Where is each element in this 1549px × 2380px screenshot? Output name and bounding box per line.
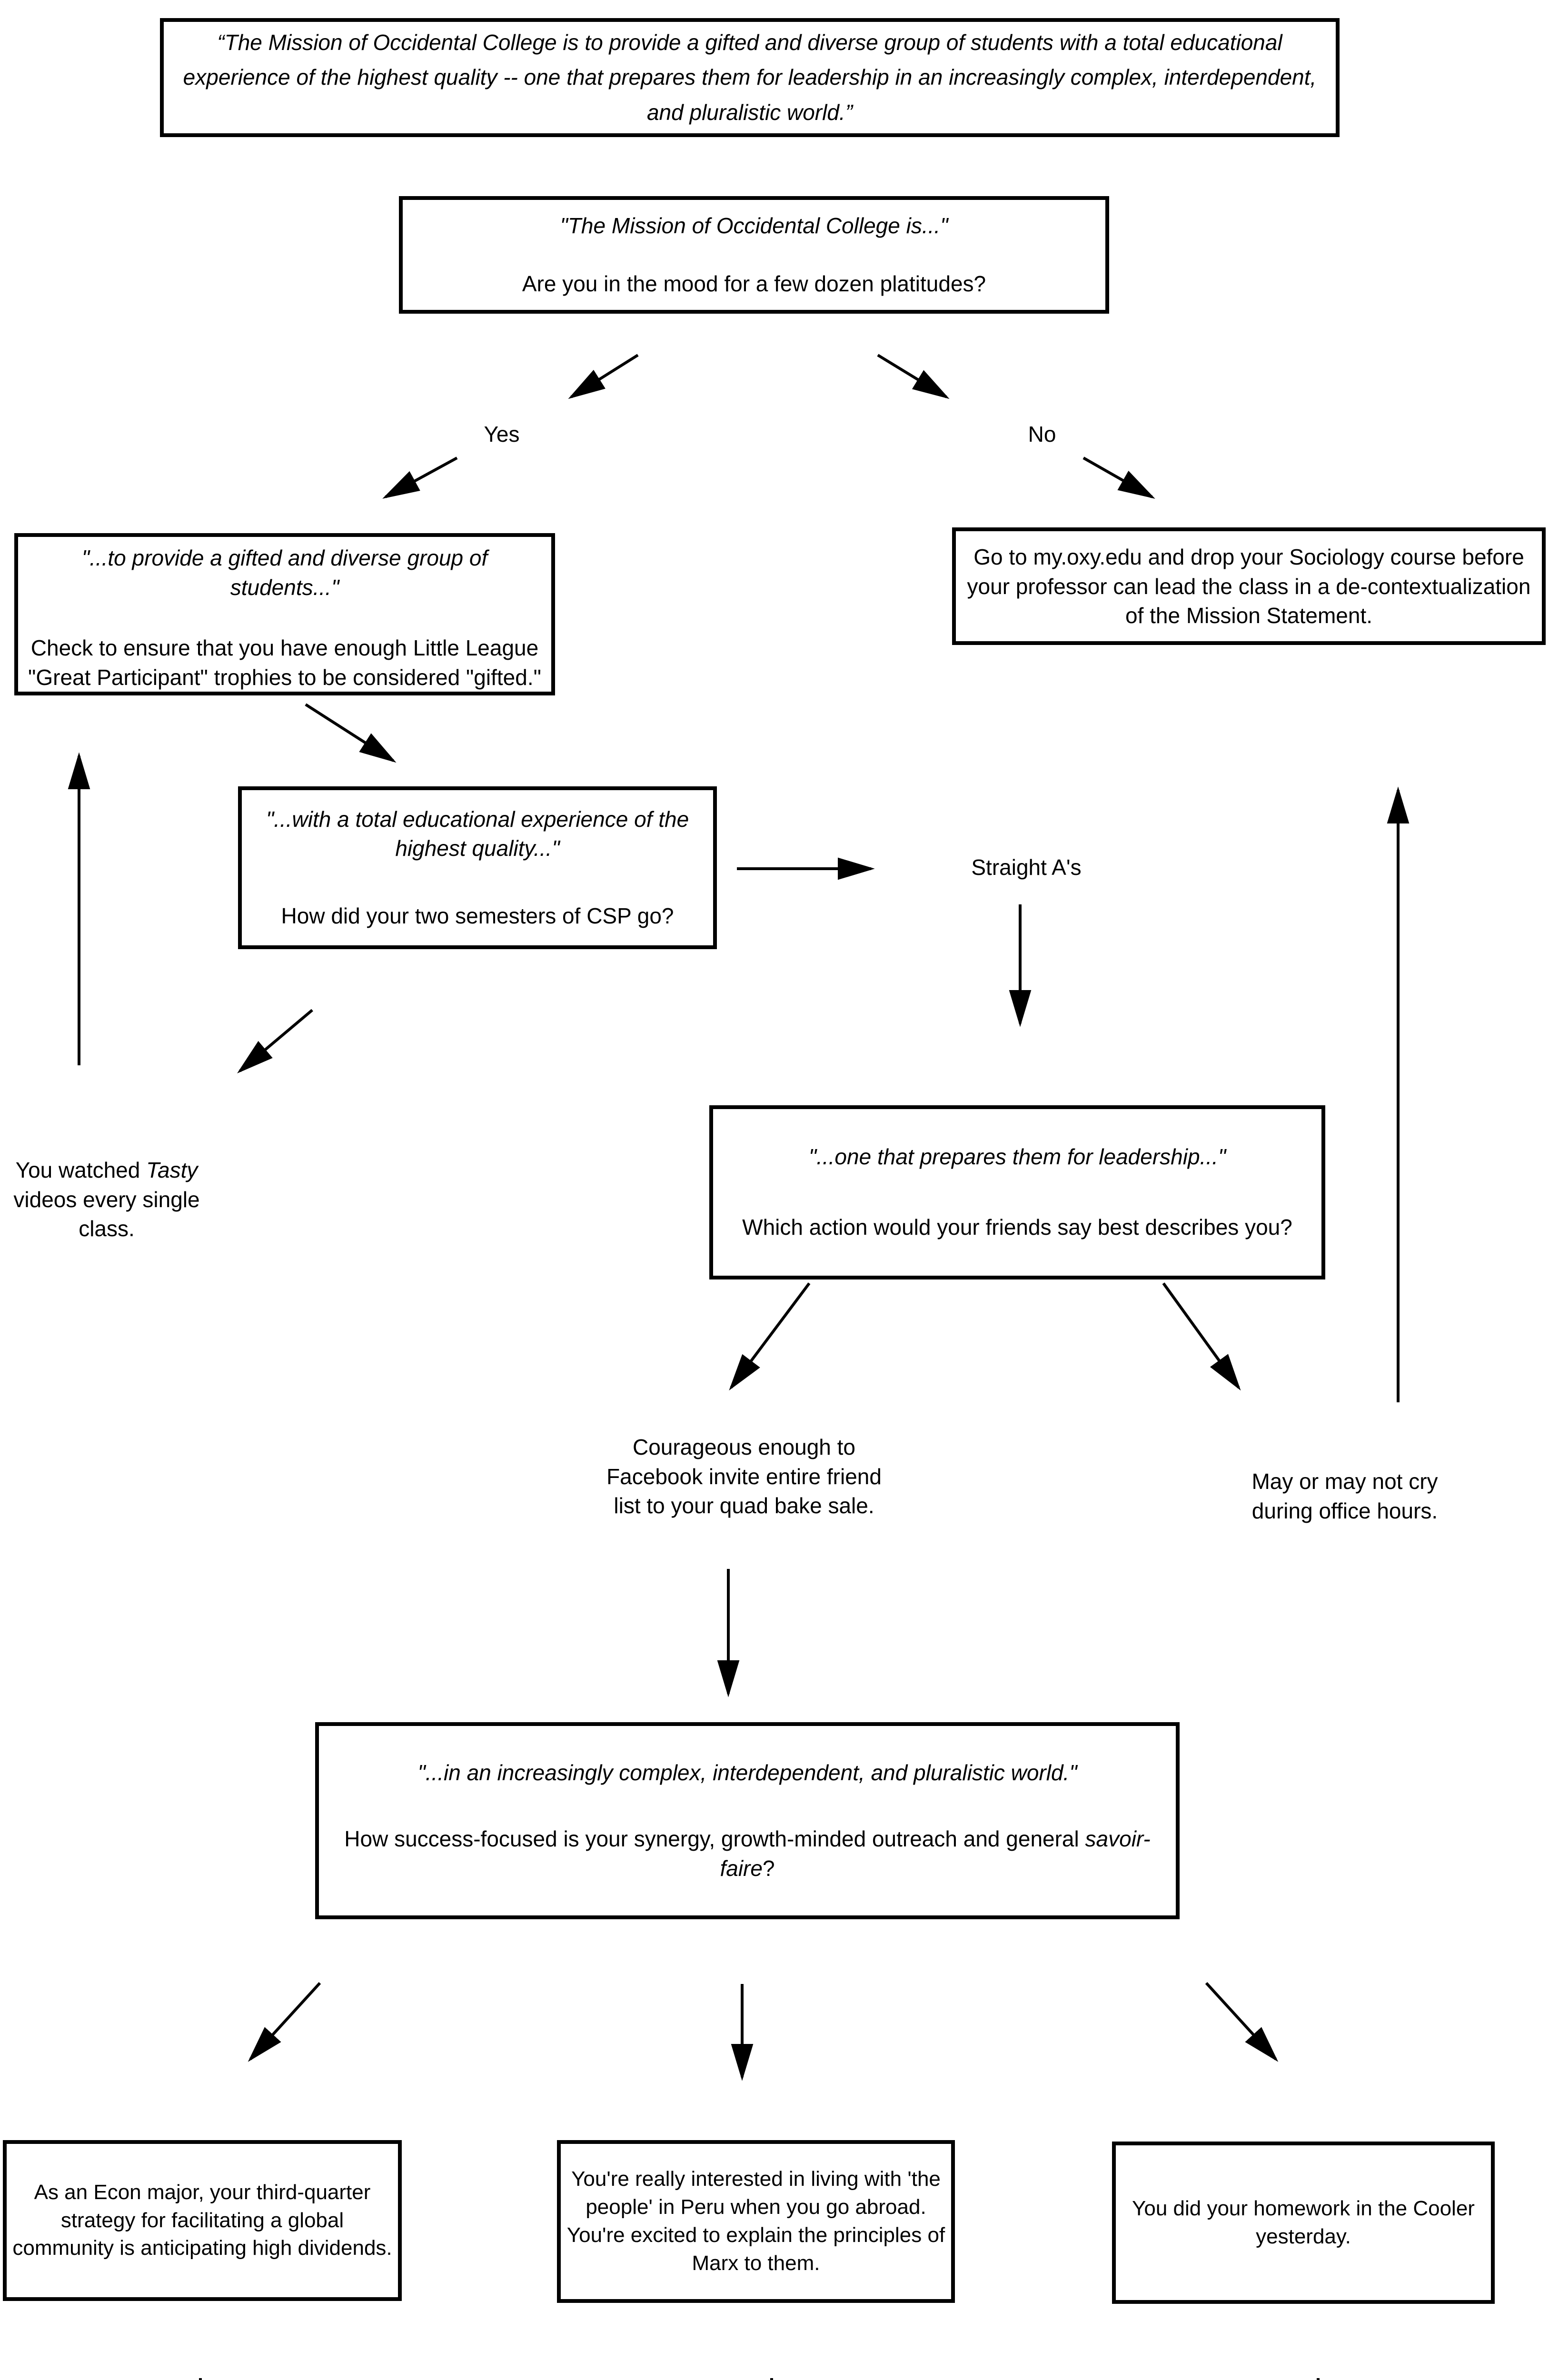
arrow-gifted-to-csp <box>305 703 397 763</box>
tasty-text-pre: You watched <box>15 1158 147 1182</box>
leadership-quote: "...one that prepares them for leadershi… <box>808 1144 1226 1170</box>
branch-label-yes: Yes <box>484 422 520 446</box>
courageous-text: Courageous enough to Facebook invite ent… <box>606 1435 882 1518</box>
node-gifted-question: "...to provide a gifted and diverse grou… <box>14 533 555 695</box>
world-question: How success-focused is your synergy, gro… <box>319 1825 1176 1883</box>
node-root-question: "The Mission of Occidental College is...… <box>399 196 1109 314</box>
note-tasty-videos: You watched Tasty videos every single cl… <box>1 1156 212 1244</box>
arrow-yes-to-gifted <box>382 456 458 499</box>
econ-text: As an Econ major, your third-quarter str… <box>12 2180 392 2260</box>
node-peru-abroad: You're really interested in living with … <box>557 2140 955 2303</box>
node-cooler-homework: You did your homework in the Cooler yest… <box>1112 2142 1495 2304</box>
root-question: Are you in the mood for a few dozen plat… <box>522 271 986 296</box>
mission-statement-text: “The Mission of Occidental College is to… <box>183 30 1317 125</box>
arrow-leadership-to-courageous <box>729 1282 811 1391</box>
cry-text: May or may not cry during office hours. <box>1251 1469 1438 1523</box>
arrow-root-to-no <box>877 354 950 399</box>
arrow-no-to-oxy <box>1082 456 1155 499</box>
world-question-pre: How success-focused is your synergy, gro… <box>344 1826 1085 1852</box>
node-mission-statement: “The Mission of Occidental College is to… <box>160 18 1340 137</box>
gifted-question: Check to ensure that you have enough Lit… <box>28 635 541 690</box>
node-oxy-drop-course: Go to my.oxy.edu and drop your Sociology… <box>952 527 1546 645</box>
node-csp-question: "...with a total educational experience … <box>238 786 717 949</box>
cooler-text: You did your homework in the Cooler yest… <box>1132 2196 1475 2248</box>
oxy-text: Go to my.oxy.edu and drop your Sociology… <box>967 545 1531 628</box>
csp-quote: "...with a total educational experience … <box>266 806 689 861</box>
world-question-italic: savoir-faire <box>720 1826 1151 1881</box>
root-quote: "The Mission of Occidental College is...… <box>560 213 948 238</box>
arrow-root-to-yes <box>568 354 639 399</box>
world-question-post: ? <box>762 1855 775 1881</box>
peru-text: You're really interested in living with … <box>566 2167 945 2275</box>
node-econ-major: As an Econ major, your third-quarter str… <box>3 2140 402 2301</box>
node-world-question: "...in an increasingly complex, interdep… <box>315 1722 1180 1919</box>
note-cry-office-hours: May or may not cry during office hours. <box>1230 1467 1460 1526</box>
label-straight-as: Straight A's <box>971 855 1082 880</box>
csp-question: How did your two semesters of CSP go? <box>281 903 674 928</box>
node-leadership-question: "...one that prepares them for leadershi… <box>709 1105 1325 1279</box>
note-courageous-bake-sale: Courageous enough to Facebook invite ent… <box>592 1433 896 1521</box>
arrow-csp-to-tasty <box>237 1009 313 1074</box>
tasty-text-post: videos every single class. <box>13 1187 200 1241</box>
arrow-world-to-econ <box>248 1982 321 2062</box>
branch-label-no: No <box>1028 422 1056 446</box>
tasty-text-italic: Tasty <box>146 1158 198 1182</box>
arrow-leadership-to-cry <box>1162 1282 1241 1391</box>
gifted-quote: "...to provide a gifted and diverse grou… <box>81 545 488 600</box>
world-quote: "...in an increasingly complex, interdep… <box>417 1760 1077 1785</box>
leadership-question: Which action would your friends say best… <box>742 1215 1292 1240</box>
arrow-world-to-cooler <box>1205 1982 1279 2062</box>
